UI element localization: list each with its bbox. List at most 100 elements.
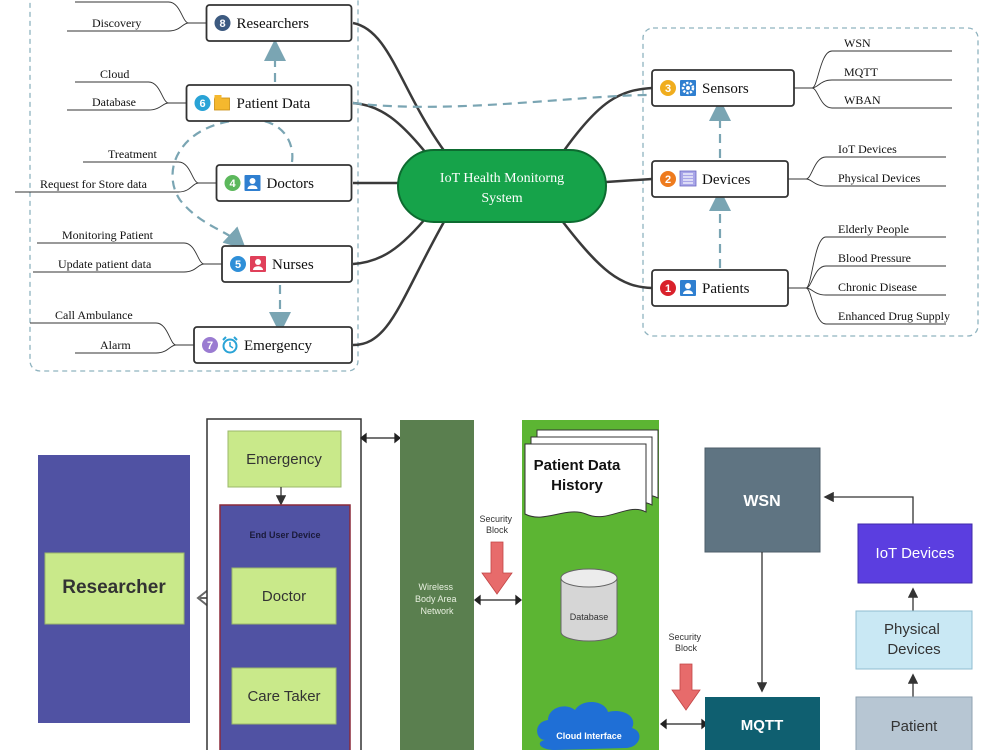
node-box — [651, 160, 789, 198]
leaf-label: Research — [100, 0, 144, 1]
number-badge-label: 8 — [219, 18, 225, 30]
architecture: Researcher Emergency End User Device Doc… — [38, 418, 973, 750]
alarm-clock-icon — [222, 336, 238, 354]
center-title-line1: IoT Health Monitorng — [440, 171, 564, 186]
leaf-label: Treatment — [108, 147, 158, 161]
leaf-doctors-1: Request for Store data — [15, 177, 217, 193]
care-taker-label: Care Taker — [247, 688, 320, 705]
patient-label: Patient — [891, 718, 939, 735]
leaf-sensors-2: WBAN — [794, 87, 952, 109]
left-nodes: ResearchDiscovery8ResearchersCloudDataba… — [15, 0, 353, 364]
number-badge-label: 6 — [199, 98, 205, 110]
leaf-patient-data-1: Database — [67, 95, 187, 111]
history-line2: History — [551, 477, 603, 494]
wban-line1: Wireless — [418, 582, 453, 592]
leaf-label: Call Ambulance — [55, 308, 133, 322]
node-box — [215, 164, 353, 202]
end-user-device-label: End User Device — [249, 530, 320, 540]
leaf-label: Request for Store data — [40, 177, 148, 191]
wban-history-arrow — [473, 594, 523, 606]
leaf-label: Monitoring Patient — [62, 228, 154, 242]
folder-icon — [214, 97, 230, 111]
node-label: Nurses — [272, 257, 314, 273]
list-icon — [679, 170, 697, 187]
iot-devices-label: IoT Devices — [876, 545, 955, 562]
patient-box — [855, 696, 973, 750]
mindmap: IoT Health Monitorng System ResearchDisc… — [15, 0, 979, 372]
gear-icon — [680, 80, 696, 96]
flow-arrows — [171, 39, 731, 334]
security-block-2-label: Security Block — [668, 632, 703, 653]
node-box — [185, 84, 353, 122]
wban-line2: Body Area — [415, 594, 457, 604]
leaf-label: Cloud — [100, 67, 129, 81]
node-box — [205, 4, 353, 42]
number-badge — [230, 256, 246, 272]
number-badge-label: 5 — [235, 259, 241, 271]
number-badge-label: 2 — [665, 174, 671, 186]
node-label: Doctors — [267, 176, 315, 192]
number-badge — [194, 95, 211, 111]
security-block-1-arrow — [481, 541, 513, 595]
leaf-patients-3: Enhanced Drug Supply — [788, 287, 950, 325]
leaf-doctors-0: Treatment — [83, 147, 217, 184]
leaf-label: Enhanced Drug Supply — [838, 309, 950, 323]
researcher-box — [44, 552, 185, 625]
leaf-patients-2: Chronic Disease — [788, 280, 946, 296]
doctor-label: Doctor — [262, 588, 306, 605]
number-badge-label: 4 — [229, 178, 236, 190]
researcher-label: Researcher — [62, 577, 166, 598]
node-box — [651, 269, 789, 307]
iot-devices-box — [857, 523, 973, 584]
node-box — [193, 326, 353, 364]
leaf-label: Discovery — [92, 16, 141, 30]
node-box — [651, 69, 795, 107]
number-badge — [660, 280, 676, 296]
user-icon — [244, 175, 261, 191]
node-box — [221, 245, 353, 283]
number-badge — [202, 337, 218, 353]
leaf-label: Physical Devices — [838, 171, 921, 185]
number-badge — [660, 171, 676, 187]
svg-text:Physical Devices: Physical Devices — [884, 621, 944, 658]
left-group-border — [29, 0, 359, 372]
nurse-icon — [250, 256, 266, 272]
node-label: Emergency — [244, 338, 313, 354]
number-badge — [214, 15, 231, 31]
leaf-devices-1: Physical Devices — [788, 171, 946, 187]
leaf-label: WBAN — [844, 93, 881, 107]
leaf-label: Database — [92, 95, 136, 109]
history-line1: Patient Data — [534, 457, 621, 474]
svg-text:Wireless Body Area: Wireless Body Area Network — [415, 582, 459, 616]
document-stack-icon: Patient Data History — [524, 429, 659, 518]
number-badge-label: 1 — [665, 283, 671, 295]
iot-wsn-arrow — [823, 491, 914, 524]
leaf-label: Blood Pressure — [838, 251, 911, 265]
emergency-box — [227, 430, 342, 488]
mqtt-label: MQTT — [741, 717, 784, 734]
cloud-interface-label: Cloud Interface — [556, 731, 622, 741]
center-connectors — [352, 21, 653, 347]
leaf-label: WSN — [844, 36, 871, 50]
leaf-label: Alarm — [100, 338, 131, 352]
leaf-label: Update patient data — [58, 257, 152, 271]
history-mqtt-arrow — [659, 718, 709, 730]
node-label: Sensors — [702, 81, 749, 97]
care-taker-box — [231, 667, 337, 725]
mqtt-box — [705, 697, 820, 750]
leaf-emergency-1: Alarm — [75, 338, 194, 354]
node-label: Patients — [702, 281, 750, 297]
number-badge-label: 3 — [665, 83, 671, 95]
node-researchers: ResearchDiscovery8Researchers — [67, 0, 353, 42]
physical-devices-line1: Physical — [884, 621, 940, 638]
node-label: Devices — [702, 172, 750, 188]
wban-line3: Network — [420, 606, 454, 616]
